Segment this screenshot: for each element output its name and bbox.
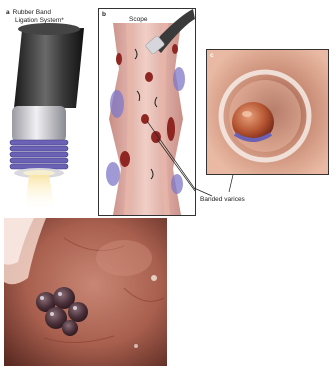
panel-a-title-line2: Ligation System* <box>15 17 64 24</box>
ligation-device-illustration <box>0 0 100 215</box>
panel-b-letter: b <box>102 11 106 19</box>
panel-c: c <box>206 49 329 175</box>
banded-varices-label: Banded varices <box>200 196 245 204</box>
endoscopy-photo-image <box>4 218 167 366</box>
endoscopic-view-illustration <box>207 50 328 174</box>
panel-c-letter: c <box>210 52 214 60</box>
endoscopy-photo <box>4 218 167 366</box>
panel-b: b Scope <box>98 8 196 216</box>
rubber-bands <box>10 140 68 169</box>
ligator-cap <box>12 106 66 142</box>
endoscope-shaft <box>14 28 84 108</box>
panel-a-title-line1: Rubber Band <box>13 9 51 16</box>
panel-a-letter: a <box>6 9 10 16</box>
light-beam <box>25 175 55 212</box>
scope-label: Scope <box>129 16 147 24</box>
esophagus-illustration <box>99 9 195 215</box>
